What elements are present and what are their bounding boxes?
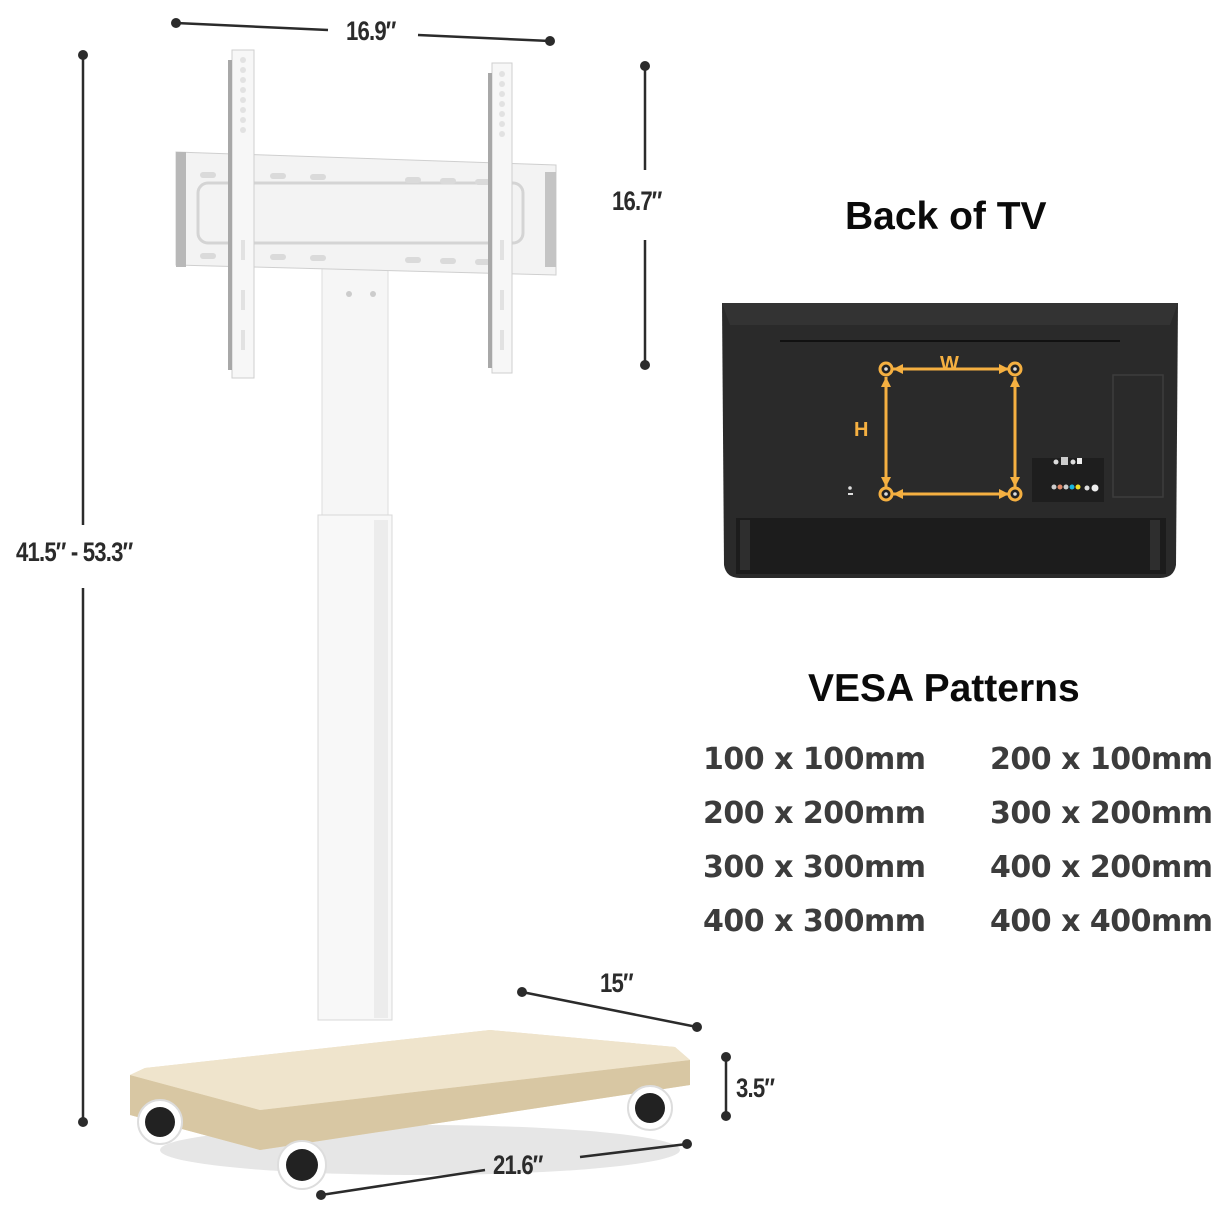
- vesa-pattern-item: 100 x 100mm: [703, 742, 926, 777]
- vesa-pattern-item: 300 x 300mm: [703, 850, 926, 885]
- vesa-pattern-item: 400 x 300mm: [703, 904, 926, 939]
- vesa-width-label: W: [940, 353, 959, 375]
- vesa-height-label: H: [854, 419, 869, 441]
- mount-height-dimension-line: [640, 61, 650, 370]
- base-depth-dimension-line: [517, 987, 702, 1032]
- vesa-mounting-holes: [878, 361, 1023, 502]
- wooden-base: [130, 1030, 690, 1150]
- mount-width-label: 16.9″: [346, 16, 396, 46]
- mount-height-label: 16.7″: [612, 186, 662, 216]
- mount-width-dimension-line: [171, 18, 555, 46]
- vesa-pattern-item: 400 x 200mm: [990, 850, 1213, 885]
- vesa-pattern-item: 400 x 400mm: [990, 904, 1213, 939]
- overall-height-dimension-line: [78, 50, 88, 1127]
- base-height-dimension-line: [721, 1052, 731, 1121]
- back-of-tv-title: Back of TV: [845, 195, 1047, 238]
- vesa-pattern-item: 200 x 200mm: [703, 796, 926, 831]
- vesa-pattern-item: 200 x 100mm: [990, 742, 1213, 777]
- tv-mount-bracket: [175, 49, 557, 379]
- caster-wheels: [137, 1085, 673, 1190]
- base-height-label: 3.5″: [736, 1073, 775, 1103]
- base-width-label: 21.6″: [493, 1150, 543, 1180]
- base-width-dimension-line: [316, 1139, 692, 1200]
- tv-back-illustration: [722, 303, 1178, 578]
- vesa-patterns-title: VESA Patterns: [808, 667, 1080, 710]
- vesa-pattern-item: 300 x 200mm: [990, 796, 1213, 831]
- stand-pole: [317, 204, 393, 1021]
- overall-height-label: 41.5″ - 53.3″: [16, 537, 133, 567]
- base-depth-label: 15″: [600, 968, 634, 998]
